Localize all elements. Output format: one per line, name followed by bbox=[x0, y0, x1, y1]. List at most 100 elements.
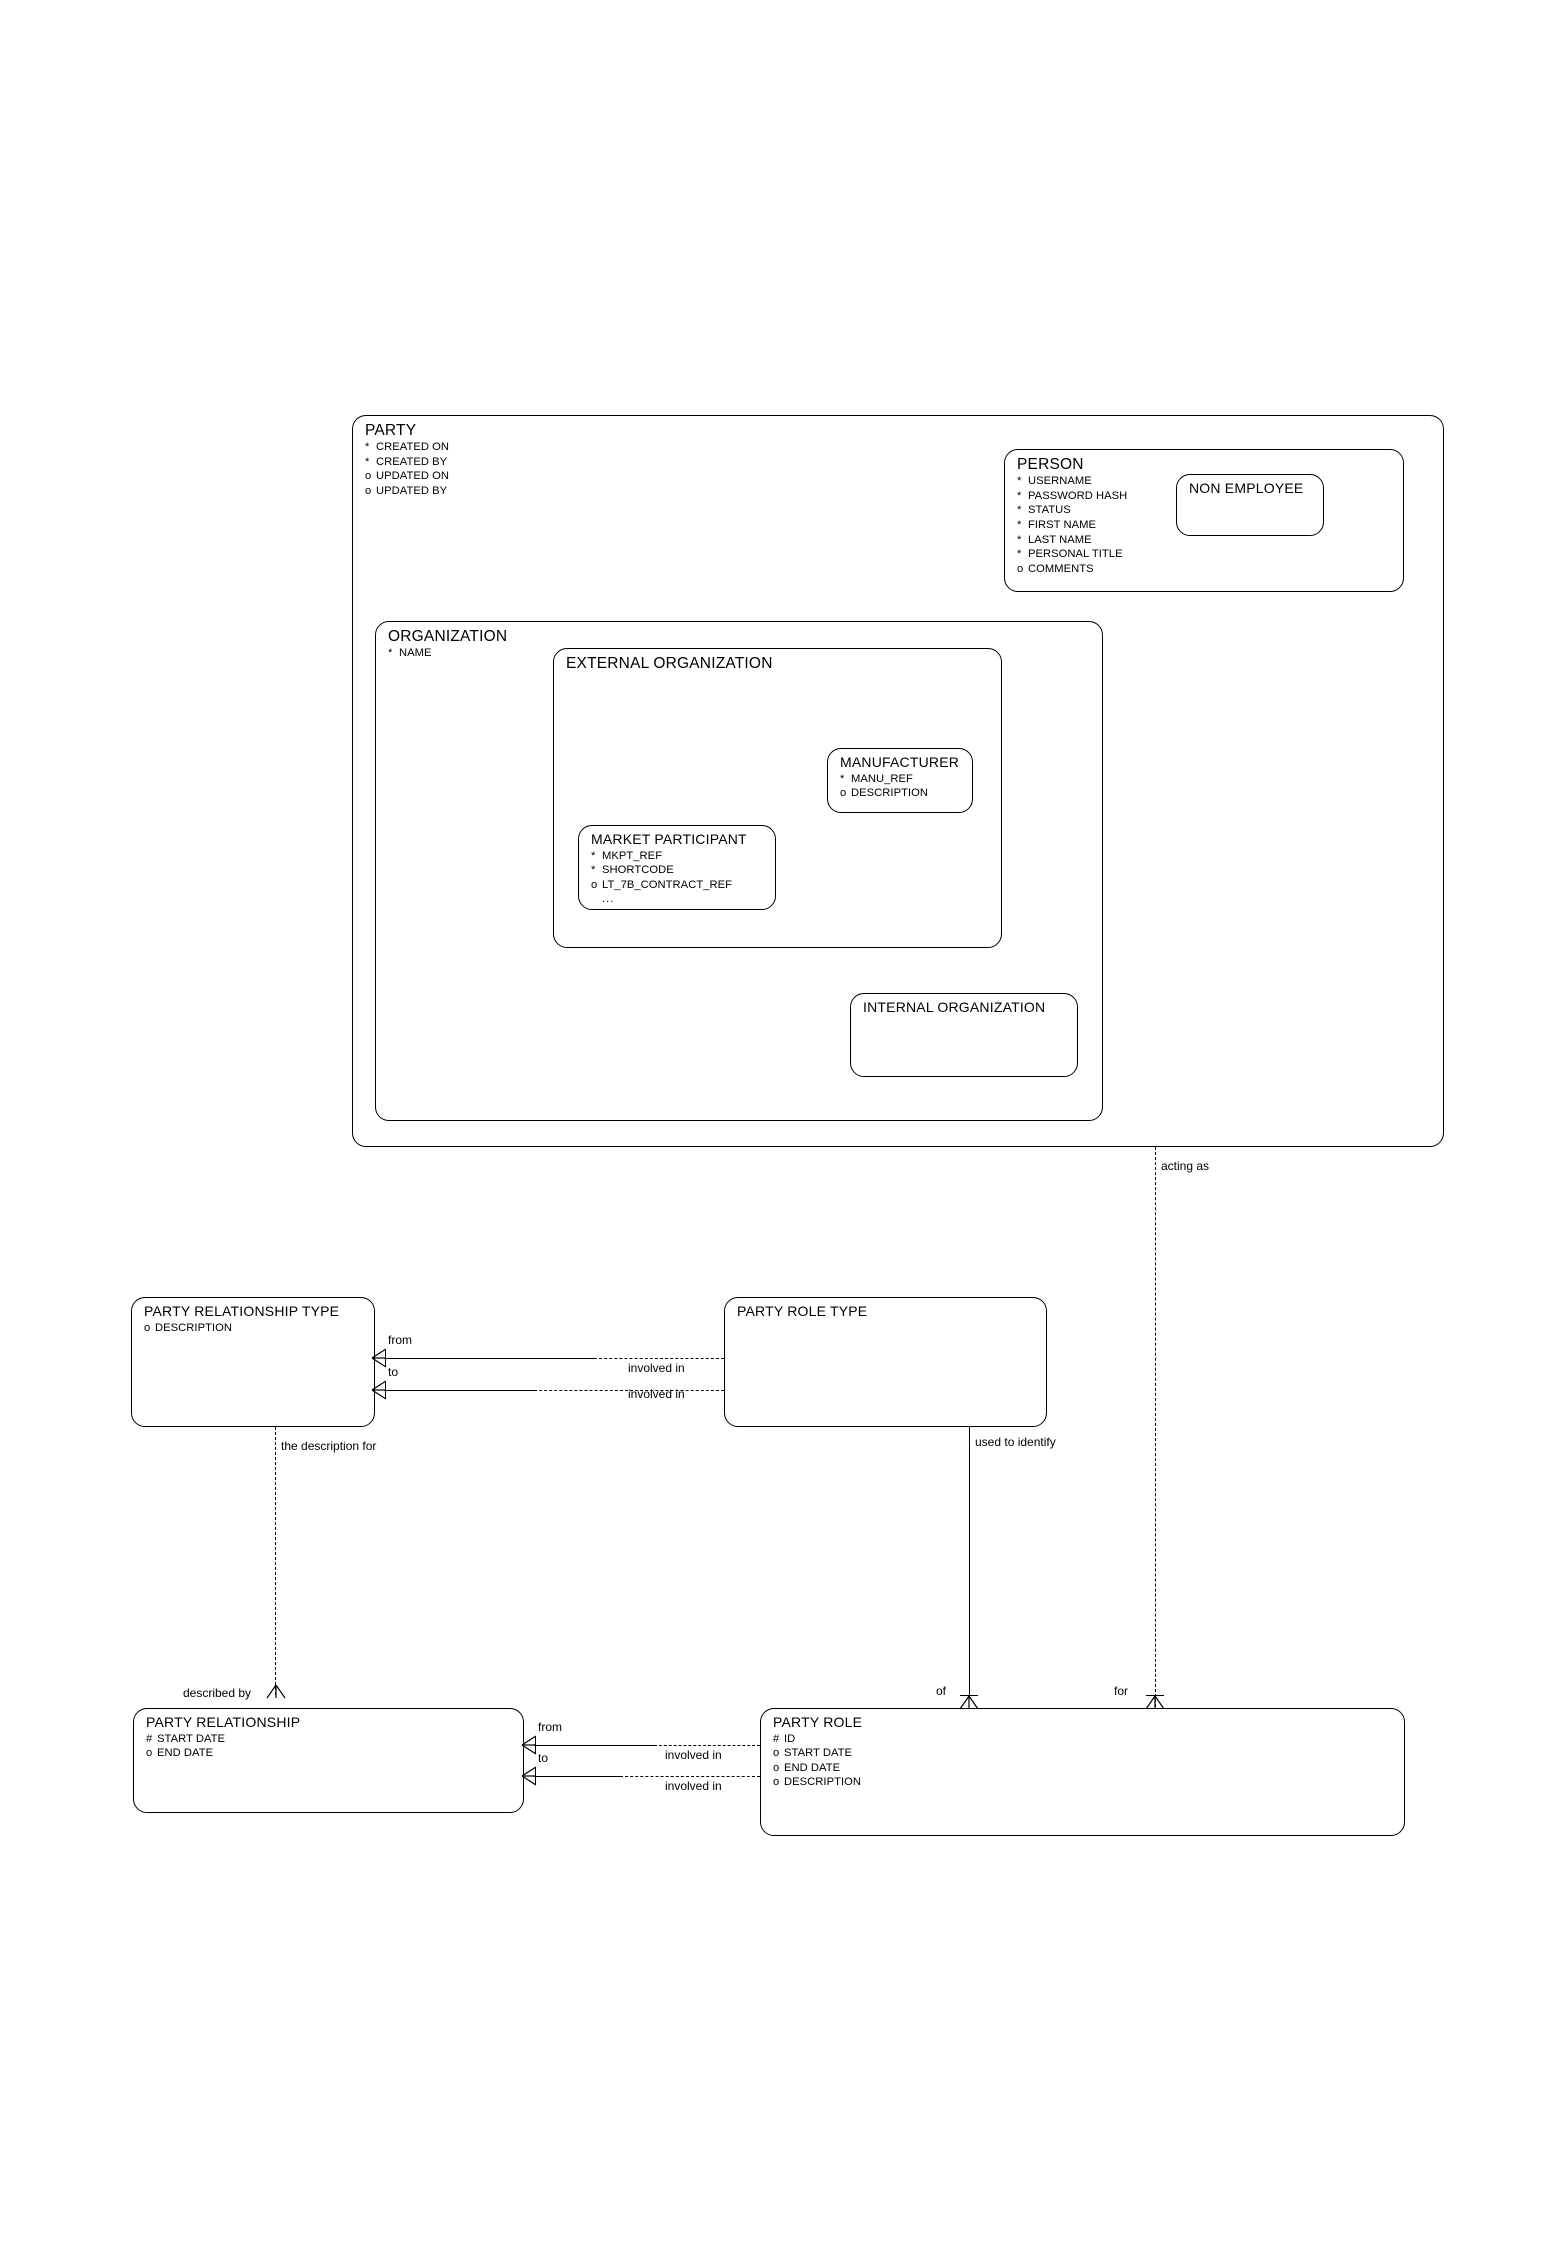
entity-party-relationship-type-name: PARTY RELATIONSHIP TYPE bbox=[144, 1303, 340, 1319]
relationship-label-pr-involved-in-2: involved in bbox=[665, 1779, 722, 1793]
attribute-row: # START DATE bbox=[146, 1732, 513, 1747]
cardinality-tick-prt-from bbox=[385, 1349, 387, 1367]
crowsfoot-of bbox=[957, 1696, 981, 1710]
attribute-row: * MANU_REF bbox=[840, 772, 962, 787]
entity-non-employee-name: NON EMPLOYEE bbox=[1189, 480, 1304, 496]
attribute-row: o DESCRIPTION bbox=[773, 1775, 1394, 1790]
entity-market-participant-attributes: *MKPT_REF * SHORTCODE o LT_7B_CONTRACT_REF… bbox=[591, 849, 765, 907]
cardinality-tick-pr-from bbox=[535, 1736, 537, 1754]
attribute-mark: * bbox=[1017, 475, 1022, 488]
entity-party[interactable]: PARTY * CREATED ON * CREATED BY o UPDATED O… bbox=[352, 415, 1444, 1147]
crowsfoot-acting-as bbox=[1143, 1696, 1167, 1710]
attribute-mark: * bbox=[365, 455, 370, 468]
entity-party-role-name: PARTY ROLE bbox=[773, 1714, 863, 1730]
entity-person[interactable]: PERSON *USERNAME *PASSWORD HASH *STATUS … bbox=[1004, 449, 1404, 592]
attribute-mark: o bbox=[1017, 562, 1024, 575]
attribute-label: USERNAME bbox=[1028, 475, 1092, 488]
attribute-row: o LT_7B_CONTRACT_REF bbox=[591, 878, 765, 893]
attribute-label: UPDATED BY bbox=[376, 485, 448, 498]
attribute-label: END DATE bbox=[784, 1761, 841, 1774]
attribute-label: DESCRIPTION bbox=[851, 787, 929, 800]
entity-non-employee[interactable]: NON EMPLOYEE bbox=[1176, 474, 1324, 536]
attribute-row-more: ... bbox=[591, 892, 765, 907]
entity-internal-organization[interactable]: INTERNAL ORGANIZATION bbox=[850, 993, 1078, 1077]
relationship-line-used-to-identify bbox=[969, 1427, 970, 1696]
attribute-row: *FIRST NAME bbox=[1017, 518, 1393, 533]
attribute-row: o START DATE bbox=[773, 1746, 1394, 1761]
relationship-label-prt-to: to bbox=[388, 1365, 399, 1379]
entity-organization-name: ORGANIZATION bbox=[388, 628, 508, 645]
attribute-label: CREATED BY bbox=[376, 455, 448, 468]
attribute-label: COMMENTS bbox=[1028, 562, 1094, 575]
entity-party-name: PARTY bbox=[365, 422, 417, 439]
attribute-mark: # bbox=[146, 1732, 153, 1745]
attribute-mark: o bbox=[591, 878, 598, 891]
attribute-mark: o bbox=[773, 1761, 780, 1774]
crowsfoot-prt-to bbox=[372, 1378, 388, 1402]
attribute-label: PASSWORD HASH bbox=[1028, 489, 1128, 502]
crowsfoot-described-by bbox=[264, 1685, 288, 1699]
entity-market-participant[interactable]: MARKET PARTICIPANT *MKPT_REF * SHORTCODE … bbox=[578, 825, 776, 910]
attribute-row: * CREATED BY bbox=[365, 455, 1433, 470]
attribute-mark: * bbox=[365, 441, 370, 454]
cardinality-tick-for bbox=[1146, 1695, 1164, 1697]
entity-party-relationship-attributes: # START DATE o END DATE bbox=[146, 1732, 513, 1761]
attribute-mark: o bbox=[773, 1747, 780, 1760]
attribute-mark: * bbox=[840, 772, 845, 785]
attribute-row: o END DATE bbox=[773, 1761, 1394, 1776]
crowsfoot-prt-from bbox=[372, 1346, 388, 1370]
attribute-label: START DATE bbox=[157, 1732, 226, 1745]
attribute-mark: * bbox=[1017, 504, 1022, 517]
relationship-label-pr-to: to bbox=[538, 1751, 549, 1765]
relationship-line-to-dashed-top bbox=[534, 1390, 724, 1391]
attribute-mark: # bbox=[773, 1732, 780, 1745]
attribute-mark: * bbox=[388, 647, 393, 660]
entity-market-participant-name: MARKET PARTICIPANT bbox=[591, 831, 747, 847]
relationship-line-to-solid-bottom bbox=[534, 1776, 620, 1777]
attribute-label: LAST NAME bbox=[1028, 533, 1092, 546]
attribute-label: END DATE bbox=[157, 1747, 214, 1760]
attribute-row: *MKPT_REF bbox=[591, 849, 765, 864]
entity-internal-organization-name: INTERNAL ORGANIZATION bbox=[863, 999, 1046, 1015]
relationship-line-to-solid-top bbox=[384, 1390, 534, 1391]
attribute-label: STATUS bbox=[1028, 504, 1071, 517]
attribute-label: SHORTCODE bbox=[602, 864, 674, 877]
entity-party-role-type-name: PARTY ROLE TYPE bbox=[737, 1303, 868, 1319]
attribute-mark: o bbox=[146, 1747, 153, 1760]
attribute-mark: * bbox=[1017, 519, 1022, 532]
relationship-label-of: of bbox=[936, 1684, 947, 1698]
attribute-row: o COMMENTS bbox=[1017, 562, 1393, 577]
attribute-label: CREATED ON bbox=[376, 441, 450, 454]
attribute-label: UPDATED ON bbox=[376, 470, 450, 483]
attribute-mark: * bbox=[1017, 533, 1022, 546]
attribute-mark: * bbox=[591, 849, 596, 862]
attribute-label: START DATE bbox=[784, 1747, 853, 1760]
crowsfoot-pr-to bbox=[522, 1764, 538, 1788]
attribute-label: MANU_REF bbox=[851, 772, 913, 785]
relationship-line-description-for bbox=[275, 1427, 276, 1695]
entity-organization[interactable]: ORGANIZATION *NAME bbox=[375, 621, 1103, 1121]
attribute-row: *NAME bbox=[388, 646, 1092, 661]
entity-external-organization-name: EXTERNAL ORGANIZATION bbox=[566, 655, 773, 672]
entity-party-role-type[interactable]: PARTY ROLE TYPE bbox=[724, 1297, 1047, 1427]
attribute-label: DESCRIPTION bbox=[784, 1776, 862, 1789]
attribute-label: ID bbox=[784, 1732, 796, 1745]
attribute-label: PERSONAL TITLE bbox=[1028, 548, 1123, 561]
relationship-label-prt-involved-in-2: involved in bbox=[628, 1387, 685, 1401]
attribute-label: LT_7B_CONTRACT_REF bbox=[602, 878, 732, 891]
attribute-row: o END DATE bbox=[146, 1746, 513, 1761]
relationship-label-described-by: described by bbox=[183, 1686, 252, 1700]
attribute-row: *PERSONAL TITLE bbox=[1017, 547, 1393, 562]
entity-external-organization[interactable]: EXTERNAL ORGANIZATION bbox=[553, 648, 1002, 948]
relationship-label-used-to-identify: used to identify bbox=[975, 1435, 1056, 1449]
relationship-label-prt-from: from bbox=[388, 1333, 412, 1347]
attribute-mark: o bbox=[773, 1776, 780, 1789]
